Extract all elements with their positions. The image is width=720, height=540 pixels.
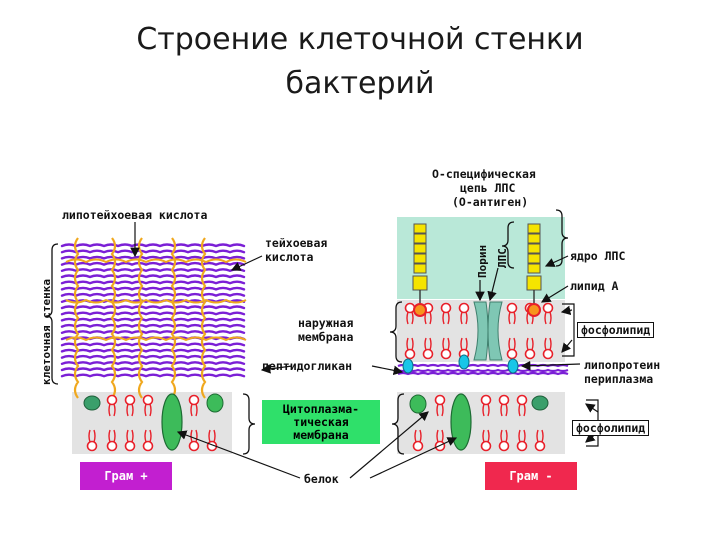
gram-negative-label: Грам - [509,469,553,483]
porin-channel [473,301,503,361]
gram-negative-peptidoglycan [397,363,569,376]
page-title: Строение клеточной стенки бактерий [0,18,720,106]
title-line-2: бактерий [285,66,435,101]
label-lipid-a: липид А [570,279,619,293]
label-lps-core: ядро ЛПС [570,249,626,263]
lipoproteins [402,354,519,374]
label-cell-wall: клеточная стенка [40,279,53,385]
label-teichoic-acid-1: тейхоевая [265,236,328,250]
protein-small-gn-2 [531,395,549,411]
label-outer-membrane-1: наружная [298,316,354,330]
label-teichoic-acid-2: кислота [265,250,314,264]
label-protein: белок [304,472,339,486]
label-phospholipid-top: фосфолипид [577,322,655,338]
title-line-1: Строение клеточной стенки [136,22,584,57]
label-outer-membrane-2: мембрана [298,330,354,344]
label-cyto-2: тическая [293,414,349,429]
label-lipoprotein: липопротеин [584,358,661,372]
protein-small-gn-1 [409,394,427,414]
protein-small-gp-1 [83,395,101,411]
gram-positive-box: Грам + [80,462,172,490]
label-peptidoglycan: пептидогликан [262,359,353,373]
protein-small-gp-2 [206,393,224,413]
phospholipids [86,302,554,452]
label-lps: ЛПС [496,248,509,268]
label-periplasm: периплазма [584,372,654,386]
cytoplasmic-membrane-box: Цитоплазма- тическая мембрана [262,400,380,444]
label-o-chain-1: О-специфическая [432,167,536,181]
lps-molecules [412,223,542,317]
label-o-chain-2: цепь ЛПС [460,181,516,195]
membrane-proteins [83,393,549,451]
label-porin: Порин [476,244,489,278]
label-lipoteichoic-acid: липотейхоевая кислота [62,208,208,222]
label-o-chain-3: (О-антиген) [452,195,529,209]
gram-positive-peptidoglycan [60,243,246,378]
label-cyto-3: мембрана [293,427,349,442]
protein-transmembrane-gn [450,393,472,451]
phospholipid-bracket-top [562,303,575,357]
label-phospholipid-bottom: фосфолипид [572,420,650,436]
arrows [130,222,599,479]
gram-negative-box: Грам - [485,462,577,490]
protein-transmembrane-gp [161,393,183,451]
brackets [45,209,569,455]
teichoic-acid-strands [65,237,247,399]
label-cyto-1: Цитоплазма- [282,401,360,416]
gram-positive-label: Грам + [104,469,148,483]
